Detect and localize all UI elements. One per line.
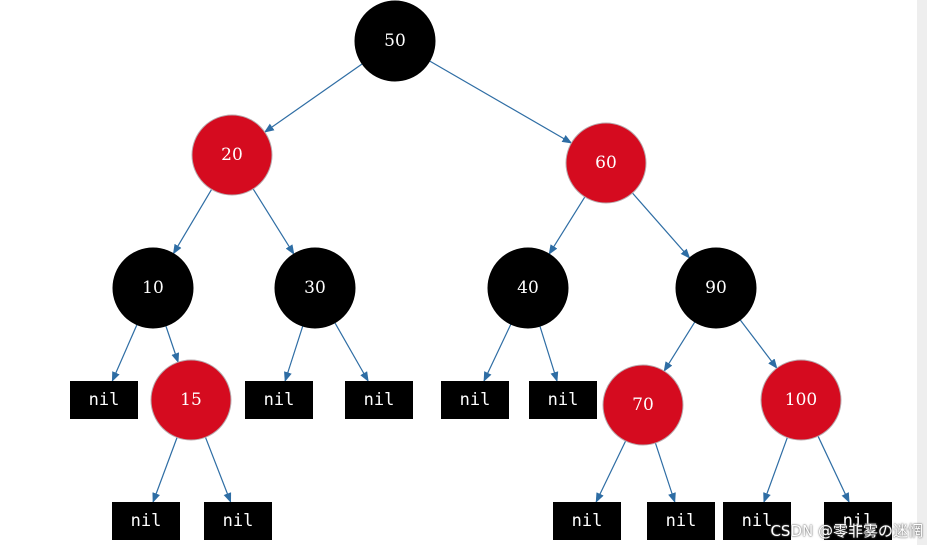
nil-label: nil	[548, 390, 579, 410]
tree-node-10: 10	[112, 247, 194, 329]
nil-leaf: nil	[441, 381, 509, 419]
nil-label: nil	[460, 390, 491, 410]
edge-n40-nil6	[483, 323, 512, 382]
edge-n90-n70	[663, 321, 696, 372]
node-label: 15	[180, 390, 202, 410]
edge-n100-nil10	[763, 437, 788, 503]
nil-box	[553, 502, 621, 540]
nil-box	[529, 381, 597, 419]
nil-leaf: nil	[723, 502, 791, 540]
node-circle-black	[354, 0, 436, 82]
nil-box	[441, 381, 509, 419]
edge-n70-nil9	[654, 442, 676, 503]
watermark: CSDN @零非雾の迷惘	[770, 522, 923, 540]
node-label: 90	[705, 278, 727, 298]
tree-node-50: 50	[354, 0, 436, 82]
edge-n90-n100	[739, 319, 778, 369]
nil-label: nil	[742, 511, 773, 531]
edge-n60-n90	[631, 192, 691, 259]
edges-layer	[111, 60, 850, 503]
tree-node-70: 70	[602, 364, 684, 446]
tree-node-60: 60	[565, 122, 647, 204]
nil-leaf: nil	[70, 381, 138, 419]
edge-n60-n40	[548, 196, 586, 255]
edge-n10-nil1	[111, 324, 138, 382]
node-label: 40	[517, 278, 539, 298]
edge-n20-n30	[252, 188, 295, 255]
nil-label: nil	[843, 511, 874, 531]
nodes-layer: 50 20 60 10 30 40 90 15 70 100 nil nil nil nil nil nil n…	[70, 0, 892, 540]
nil-label: nil	[264, 390, 295, 410]
node-circle-black	[112, 247, 194, 329]
node-circle-red	[602, 364, 684, 446]
nil-leaf: nil	[245, 381, 313, 419]
tree-node-20: 20	[191, 114, 273, 196]
tree-node-30: 30	[274, 247, 356, 329]
nil-label: nil	[223, 511, 254, 531]
node-label: 50	[384, 31, 406, 51]
edge-n50-n60	[429, 60, 573, 144]
edge-n30-nil5	[334, 322, 369, 382]
node-label: 30	[304, 278, 326, 298]
node-circle-red	[760, 359, 842, 441]
edge-n70-nil8	[595, 440, 627, 503]
scrollbar[interactable]	[917, 0, 927, 545]
nil-label: nil	[89, 390, 120, 410]
tree-node-40: 40	[487, 247, 569, 329]
tree-node-90: 90	[675, 247, 757, 329]
nil-leaf: nil	[204, 502, 272, 540]
node-label: 60	[595, 153, 617, 173]
nil-leaf: nil	[553, 502, 621, 540]
edge-n10-n15	[165, 325, 180, 364]
nil-leaf: nil	[345, 381, 413, 419]
node-circle-red	[565, 122, 647, 204]
tree-node-100: 100	[760, 359, 842, 441]
edge-n15-nil2	[152, 437, 178, 503]
node-circle-black	[487, 247, 569, 329]
nil-box	[647, 502, 715, 540]
node-label: 70	[632, 395, 654, 415]
node-circle-black	[274, 247, 356, 329]
nil-label: nil	[572, 511, 603, 531]
tree-node-15: 15	[150, 359, 232, 441]
node-circle-black	[675, 247, 757, 329]
nil-leaf: nil	[112, 502, 180, 540]
edge-n30-nil4	[284, 325, 304, 382]
nil-box	[112, 502, 180, 540]
nil-box	[204, 502, 272, 540]
nil-label: nil	[666, 511, 697, 531]
edge-n40-nil7	[539, 326, 559, 382]
edge-n50-n20	[263, 63, 363, 133]
node-label: 20	[221, 145, 243, 165]
nil-label: nil	[364, 390, 395, 410]
nil-leaf: nil	[647, 502, 715, 540]
nil-box	[723, 502, 791, 540]
nil-box	[345, 381, 413, 419]
node-label: 100	[785, 390, 817, 410]
nil-leaf: nil	[529, 381, 597, 419]
node-circle-red	[150, 359, 232, 441]
nil-leaf: nil	[824, 502, 892, 540]
edge-n20-n10	[172, 189, 213, 255]
edge-n15-nil3	[204, 437, 232, 503]
nil-box	[245, 381, 313, 419]
nil-label: nil	[131, 511, 162, 531]
edge-n100-nil11	[817, 435, 850, 503]
nil-box	[70, 381, 138, 419]
nil-box	[824, 502, 892, 540]
node-label: 10	[142, 278, 164, 298]
node-circle-red	[191, 114, 273, 196]
